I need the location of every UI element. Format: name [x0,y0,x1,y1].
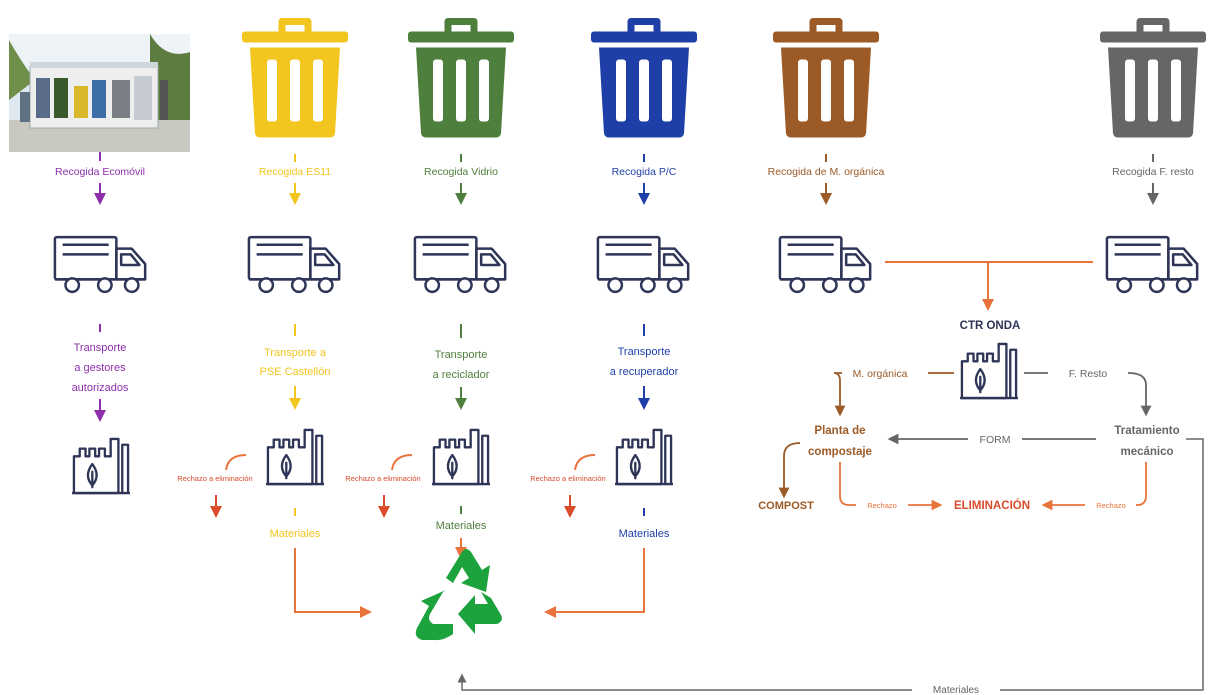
transport-papel-line2: a recuperador [610,366,679,378]
ctr-title: CTR ONDA [960,320,1021,332]
brown-bin-icon [773,22,879,138]
truck-icon-ecomovil [53,235,147,294]
arrow-materials-papel [544,548,645,618]
compost-plant-line2: compostaje [808,446,872,458]
transport-ecomovil-line3: autorizados [72,382,129,394]
transport-ecomovil-line2: a gestores [74,362,126,374]
yellow-bin-icon [242,22,348,138]
collection-label-resto: Recogida F. resto [1112,166,1194,178]
factory-icon-ecomovil [72,437,130,495]
factory-icon-ctr [960,342,1018,400]
truck-icon-envases [247,235,341,294]
blue-bin-icon [591,22,697,138]
arrow-ctr-to-mechanical [1127,372,1152,417]
recycle-icon [415,549,502,641]
reject-label-vidrio: Rechazo a eliminación [345,474,420,483]
transport-envases-line1: Transporte a [264,347,327,359]
transport-papel-line1: Transporte [618,346,671,358]
truck-icon-resto [1105,235,1199,294]
truck-icon-vidrio [413,235,507,294]
truck-icon-organica [778,235,872,294]
factory-icon-papel [615,428,673,486]
factory-icon-vidrio [432,428,490,486]
collection-label-organica: Recogida de M. orgánica [768,166,885,178]
collection-label-ecomovil: Recogida Ecomóvil [55,166,145,178]
reject-label-envases: Rechazo a eliminación [177,474,252,483]
transport-vidrio-line2: a reciclador [433,369,490,381]
materials-label-vidrio: Materiales [436,520,487,532]
transport-vidrio-line1: Transporte [435,349,488,361]
elimination-label: ELIMINACIÓN [954,499,1030,512]
compost-plant-line1: Planta de [814,425,865,437]
reject-label-mechanical: Rechazo [1096,501,1126,510]
collection-label-envases: Recogida ES11 [259,166,331,178]
form-label: FORM [980,434,1011,446]
mechanical-line1: Tratamiento [1114,425,1179,437]
materials-label-papel: Materiales [619,528,670,540]
arrow-ctr-to-compost-plant [833,372,846,417]
factory-icon-envases [266,428,324,486]
green-bin-icon [408,22,514,138]
mechanical-line2: mecánico [1120,446,1173,458]
transport-ecomovil-line1: Transporte [74,342,127,354]
truck-icon-papel [596,235,690,294]
transport-envases-line2: PSE Castellón [260,366,331,378]
gray-bin-icon [1100,22,1206,138]
reject-label-papel: Rechazo a eliminación [530,474,605,483]
arrow-materials-return [457,673,912,691]
ctr-label-organica: M. orgánica [853,368,908,380]
materials-return-label: Materiales [933,685,979,695]
collection-label-papel: Recogida P/C [612,166,677,178]
materials-label-envases: Materiales [270,528,321,540]
collection-label-vidrio: Recogida Vidrio [424,166,498,178]
ecomovil-photo [9,34,190,152]
ctr-label-resto: F. Resto [1069,368,1108,380]
arrow-to-compost [778,442,801,499]
arrow-materials-envases [294,548,372,618]
reject-label-compost: Rechazo [867,501,897,510]
compost-label: COMPOST [758,500,814,512]
